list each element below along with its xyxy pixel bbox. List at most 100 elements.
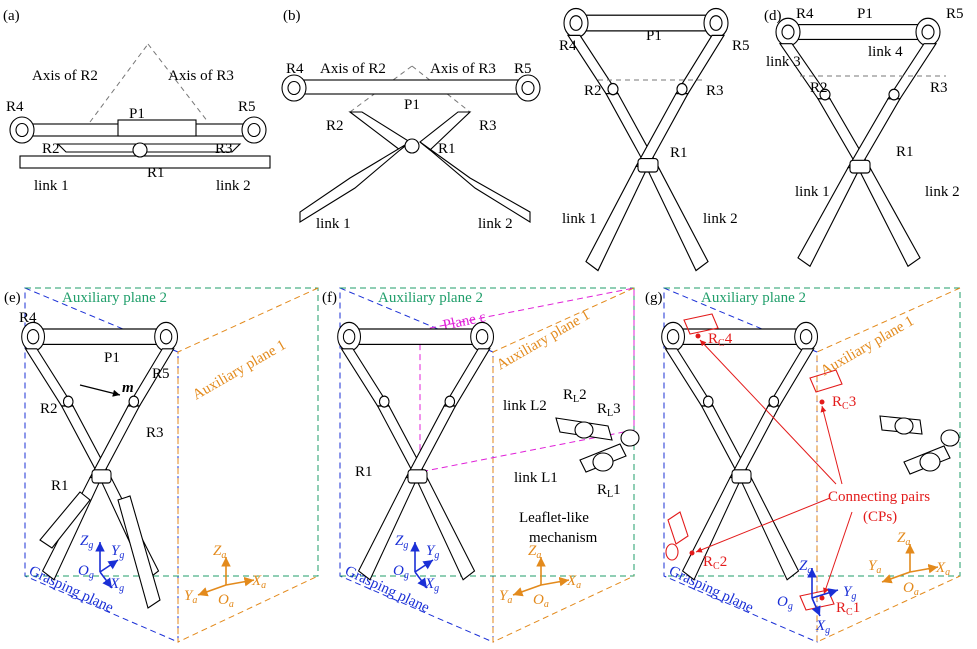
panel-e-ya-sub: a: [192, 595, 197, 606]
svg-text:Xa: Xa: [566, 573, 581, 591]
panel-c-r4: R4: [559, 38, 577, 54]
panel-f-yg: Y: [426, 543, 436, 559]
panel-e-zg-sub: g: [88, 540, 93, 551]
svg-text:RL3: RL3: [597, 401, 621, 419]
panel-g-ya: Y: [868, 558, 878, 574]
svg-text:Xa: Xa: [935, 560, 950, 578]
panel-b-p1: P1: [404, 97, 420, 113]
panel-f-rl3: R: [597, 401, 607, 417]
svg-text:Zg: Zg: [395, 533, 408, 551]
panel-f-aux1: Auxiliary plane 1: [494, 307, 593, 373]
panel-e-r3: R3: [146, 425, 164, 441]
panel-a-link2: link 2: [216, 178, 251, 194]
panel-g-rc4-num: 4: [725, 331, 733, 347]
panel-b-axis-r3: Axis of R3: [430, 61, 496, 77]
svg-text:Zg: Zg: [80, 533, 93, 551]
panel-f-za-sub: a: [536, 550, 541, 561]
panel-a-r5: R5: [238, 99, 256, 115]
panel-d-r5: R5: [946, 6, 964, 22]
svg-text:Xg: Xg: [109, 576, 124, 594]
panel-e-aux2: Auxiliary plane 2: [62, 290, 167, 306]
panel-f-og: O: [393, 563, 404, 579]
panel-g-rc4: R: [708, 331, 718, 347]
panel-e-oa-sub: a: [229, 599, 234, 610]
panel-g-xg: X: [815, 618, 826, 634]
panel-f-oa-sub: a: [544, 599, 549, 610]
panel-f-xg-sub: g: [434, 583, 439, 594]
svg-text:Zg: Zg: [799, 558, 812, 576]
panel-b-r4: R4: [286, 61, 304, 77]
panel-e-xg: X: [109, 576, 120, 592]
panel-e-r1: R1: [51, 478, 69, 494]
panel-b-link1: link 1: [316, 216, 351, 232]
panel-d-r2: R2: [810, 80, 828, 96]
panel-c-r5: R5: [732, 38, 750, 54]
panel-e-m: m: [122, 380, 134, 396]
panel-d-link2: link 2: [925, 184, 960, 200]
svg-text:Yg: Yg: [843, 584, 856, 602]
panel-b-r1: R1: [438, 141, 456, 157]
panel-f-grasping: Grasping plane: [342, 563, 432, 616]
panel-d-link3: link 3: [766, 54, 801, 70]
panel-b-r2: R2: [326, 118, 344, 134]
panel-d-tag: (d): [764, 8, 782, 24]
panel-a: (a) Axis of R2 Axis of R3 R4 R5 P1 R2 R3…: [3, 8, 271, 194]
panel-g-rc2: R: [703, 554, 713, 570]
panel-f-linkl1: link L1: [514, 470, 558, 486]
panel-d-r4: R4: [796, 6, 814, 22]
svg-text:Xg: Xg: [815, 618, 830, 636]
panel-g-za: Z: [897, 530, 906, 546]
svg-text:RC2: RC2: [703, 554, 727, 572]
panel-d: (d) R4 P1 R5 link 4 link 3 R2 R3 R1 link…: [764, 6, 964, 267]
panel-e-yg: Y: [111, 543, 121, 559]
panel-f-aux2: Auxiliary plane 2: [378, 290, 483, 306]
panel-e-tag: (e): [4, 290, 21, 306]
panel-g: (g) Auxiliary plane 2 Auxiliary plane 1 …: [645, 287, 961, 643]
panel-f-za: Z: [528, 543, 537, 559]
svg-text:Za: Za: [528, 543, 541, 561]
panel-b-r5: R5: [514, 61, 532, 77]
panel-g-xa: X: [935, 560, 946, 576]
panel-a-link1: link 1: [34, 178, 69, 194]
panel-f-xg: X: [424, 576, 435, 592]
panel-g-rc1: R: [836, 600, 846, 616]
panel-g-zg-sub: g: [807, 565, 812, 576]
panel-g-aux2: Auxiliary plane 2: [701, 290, 806, 306]
panel-e-xg-sub: g: [119, 583, 124, 594]
panel-f-rl3-sub: L: [607, 408, 613, 419]
panel-g-rc2-sub: C: [713, 561, 720, 572]
panel-f-oa: O: [533, 592, 544, 608]
panel-b: (b) R4 Axis of R2 Axis of R3 R5 P1 R2 R3…: [281, 8, 541, 232]
panel-g-og-sub: g: [788, 601, 793, 612]
panel-e-og: O: [78, 563, 89, 579]
panel-d-r3: R3: [930, 80, 948, 96]
svg-text:Ya: Ya: [184, 588, 197, 606]
svg-text:Xa: Xa: [251, 573, 266, 591]
svg-text:RL2: RL2: [563, 387, 587, 405]
panel-g-aux1: Auxiliary plane 1: [818, 313, 917, 379]
panel-g-oa: O: [903, 580, 914, 596]
panel-a-r2: R2: [42, 141, 60, 157]
panel-a-r1: R1: [147, 165, 165, 181]
panel-g-rc4-sub: C: [718, 338, 725, 349]
panel-f-ya-sub: a: [507, 595, 512, 606]
panel-e-p1: P1: [104, 350, 120, 366]
panel-g-grasping: Grasping plane: [666, 563, 756, 616]
panel-c-link2: link 2: [703, 211, 738, 227]
panel-f-xa-sub: a: [576, 580, 581, 591]
panel-f-og-sub: g: [404, 570, 409, 581]
svg-text:Yg: Yg: [426, 543, 439, 561]
panel-e: (e) Auxiliary plane 2 Auxiliary plane 1 …: [4, 287, 319, 643]
panel-e-yg-sub: g: [119, 550, 124, 561]
panel-f-linkl2: link L2: [503, 398, 547, 414]
panel-e-xa: X: [251, 573, 262, 589]
svg-text:Ya: Ya: [868, 558, 881, 576]
panel-a-r3: R3: [215, 141, 233, 157]
panel-f-zg-sub: g: [403, 540, 408, 551]
panel-f-leaflet2: mechanism: [529, 530, 598, 546]
panel-g-rc2-num: 2: [720, 554, 728, 570]
panel-f-leaflet1: Leaflet-like: [519, 510, 589, 526]
svg-text:Za: Za: [213, 543, 226, 561]
svg-text:Za: Za: [897, 530, 910, 548]
panel-f-rl1-num: 1: [613, 482, 621, 498]
